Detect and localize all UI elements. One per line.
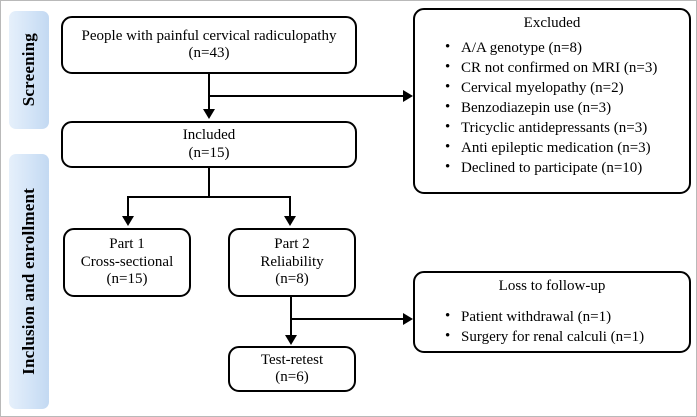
list-item-label: CR not confirmed on MRI (n=3) <box>461 60 658 77</box>
box-loss-to-follow-up[interactable]: Loss to follow-up • Patient withdrawal (n… <box>413 271 691 353</box>
list-item: • Declined to participate (n=10) <box>445 159 679 179</box>
list-item-label: Anti epileptic medication (n=3) <box>461 140 651 157</box>
connector-to-part2 <box>289 196 291 218</box>
box-part1-line1: Part 1 <box>109 236 145 253</box>
box-screened-line1: People with painful cervical radiculopat… <box>81 27 337 44</box>
bullet-icon: • <box>445 39 451 56</box>
box-test-retest[interactable]: Test-retest (n=6) <box>228 346 356 392</box>
bullet-icon: • <box>445 99 451 116</box>
arrowhead-included <box>203 109 215 119</box>
connector-screened-to-excluded <box>208 95 405 97</box>
box-loss-title: Loss to follow-up <box>498 278 606 294</box>
list-item-label: Benzodiazepin use (n=3) <box>461 100 612 117</box>
connector-part2-to-loss <box>290 318 405 320</box>
box-included-line1: Included <box>182 127 236 144</box>
list-item: • Surgery for renal calculi (n=1) <box>445 328 679 348</box>
arrowhead-testretest <box>285 335 297 345</box>
box-part2-line2: Reliability <box>260 253 324 270</box>
connector-split-bar <box>127 196 291 198</box>
list-item: • A/A genotype (n=8) <box>445 39 679 59</box>
box-part1[interactable]: Part 1 Cross-sectional (n=15) <box>63 228 191 297</box>
connector-part2-trunk <box>290 296 292 338</box>
arrowhead-excluded <box>403 90 413 102</box>
stage-label-screening-text: Screening <box>19 33 38 107</box>
box-part2[interactable]: Part 2 Reliability (n=8) <box>228 228 356 297</box>
box-test-retest-line1: Test-retest <box>260 351 324 368</box>
list-item-label: Surgery for renal calculi (n=1) <box>461 329 645 346</box>
list-item: • Cervical myelopathy (n=2) <box>445 79 679 99</box>
connector-screened-to-included <box>208 73 210 111</box>
bullet-icon: • <box>445 139 451 156</box>
list-item-label: Tricyclic antidepressants (n=3) <box>461 120 648 137</box>
box-included[interactable]: Included (n=15) <box>61 121 357 168</box>
connector-included-trunk <box>208 167 210 198</box>
arrowhead-part2 <box>284 216 296 226</box>
list-item-label: A/A genotype (n=8) <box>461 40 582 57</box>
box-excluded-title: Excluded <box>523 15 581 31</box>
box-part1-line3: (n=15) <box>106 271 148 288</box>
bullet-icon: • <box>445 59 451 76</box>
list-item-label: Cervical myelopathy (n=2) <box>461 80 624 97</box>
box-included-line2: (n=15) <box>188 144 230 161</box>
excluded-list: • A/A genotype (n=8) • CR not confirmed on… <box>425 39 679 179</box>
list-item-label: Patient withdrawal (n=1) <box>461 309 612 326</box>
loss-list: • Patient withdrawal (n=1) • Surgery for r… <box>425 308 679 348</box>
stage-label-screening: Screening <box>9 11 49 129</box>
box-part1-line2: Cross-sectional <box>80 253 174 270</box>
arrowhead-part1 <box>122 216 134 226</box>
list-item: • Anti epileptic medication (n=3) <box>445 139 679 159</box>
list-item: • Tricyclic antidepressants (n=3) <box>445 119 679 139</box>
stage-label-inclusion: Inclusion and enrollment <box>9 154 49 409</box>
bullet-icon: • <box>445 119 451 136</box>
box-excluded[interactable]: Excluded • A/A genotype (n=8) • CR not con… <box>413 8 691 194</box>
box-part2-line1: Part 2 <box>274 236 310 253</box>
box-part2-line3: (n=8) <box>275 271 309 288</box>
bullet-icon: • <box>445 159 451 176</box>
list-item: • CR not confirmed on MRI (n=3) <box>445 59 679 79</box>
list-item: • Patient withdrawal (n=1) <box>445 308 679 328</box>
connector-to-part1 <box>127 196 129 218</box>
bullet-icon: • <box>445 308 451 325</box>
bullet-icon: • <box>445 79 451 96</box>
box-screened-line2: (n=43) <box>188 45 230 61</box>
bullet-icon: • <box>445 328 451 345</box>
stage-label-inclusion-text: Inclusion and enrollment <box>19 188 38 375</box>
arrowhead-loss <box>403 313 413 325</box>
box-test-retest-line2: (n=6) <box>275 369 309 385</box>
list-item: • Benzodiazepin use (n=3) <box>445 99 679 119</box>
list-item-label: Declined to participate (n=10) <box>461 160 643 177</box>
box-screened[interactable]: People with painful cervical radiculopat… <box>61 16 357 74</box>
